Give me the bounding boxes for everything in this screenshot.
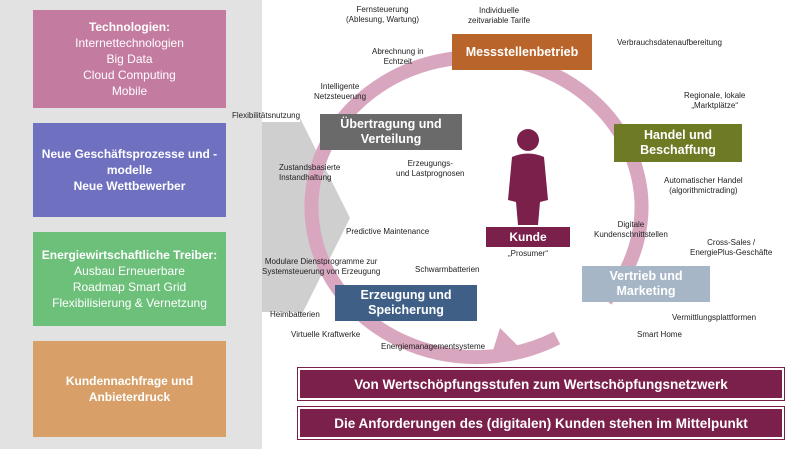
node-label: Kunde (509, 229, 547, 244)
label-autohandel: Automatischer Handel (algorithmictrading… (664, 176, 743, 195)
label-fernsteuerung: Fernsteuerung (Ablesung, Wartung) (346, 5, 420, 24)
left-box-title: Energiewirtschaftliche Treiber: (41, 248, 218, 262)
cycle-ring (304, 50, 649, 365)
banner-kunde: Die Anforderungen des (digitalen) Kunden… (297, 406, 785, 440)
label-tarife: Individuelle zeitvariable Tarife (468, 6, 531, 25)
banner-text: Von Wertschöpfungsstufen zum Wertschöpfu… (354, 376, 728, 392)
left-box-line: Roadmap Smart Grid (72, 280, 187, 294)
label-smarthome: Smart Home (637, 330, 682, 339)
label-verbrauchsdaten: Verbrauchsdatenaufbereitung (617, 38, 722, 47)
left-box-title: Technologien: (88, 20, 171, 34)
node-messstellenbetrieb: Messstellenbetrieb (452, 34, 592, 70)
left-box-line: Cloud Computing (83, 68, 176, 82)
left-box-treiber: Energiewirtschaftliche Treiber: Ausbau E… (33, 232, 226, 326)
left-box-line: Internettechnologien (75, 36, 184, 50)
left-box-kundennachfrage: Kundennachfrage und Anbieterdruck (33, 341, 226, 437)
kunde-sublabel: „Prosumer“ (507, 249, 548, 258)
node-label: Erzeugung und Speicherung (360, 288, 452, 317)
node-label: Handel und Beschaffung (640, 128, 716, 157)
label-predictive: Predictive Maintenance (346, 227, 430, 236)
label-energiemanagement: Energiemanagementsysteme (381, 342, 486, 351)
label-flexibilitaet: Flexibilitätsnutzung (232, 111, 301, 120)
left-box-line: Flexibilisierung & Vernetzung (52, 296, 207, 310)
left-box-line: Big Data (106, 52, 153, 66)
left-box-title: Kundennachfrage und Anbieterdruck (65, 374, 194, 404)
label-vermittlung: Vermittlungsplattformen (672, 313, 757, 322)
label-marktplaetze: Regionale, lokale „Marktplätze“ (684, 91, 746, 110)
left-box-line: Ausbau Erneuerbare (74, 264, 185, 278)
label-zustand: Zustandsbasierte Instandhaltung (279, 163, 341, 182)
left-box-title: Neue Geschäftsprozesse und -modelle Neue… (41, 147, 218, 193)
node-vertrieb: Vertrieb und Marketing (582, 266, 710, 302)
cycle-arrow-head (490, 328, 528, 360)
label-virtuelle: Virtuelle Kraftwerke (291, 330, 361, 339)
label-netzsteuerung: Intelligente Netzsteuerung (314, 82, 367, 101)
left-box-technologien: Technologien: Internettechnologien Big D… (33, 10, 226, 108)
person-icon (508, 129, 548, 225)
label-abrechnung: Abrechnung in Echtzeit (372, 47, 424, 66)
label-prognosen: Erzeugungs- und Lastprognosen (396, 159, 465, 178)
node-handel: Handel und Beschaffung (614, 124, 742, 162)
banner-text: Die Anforderungen des (digitalen) Kunden… (334, 415, 748, 431)
label-crosssales: Cross-Sales / EnergiePlus-Geschäfte (690, 238, 773, 257)
node-label: Übertragung und Verteilung (340, 117, 442, 146)
label-heimbatterien: Heimbatterien (270, 310, 320, 319)
node-label: Vertrieb und Marketing (609, 269, 683, 298)
left-box-line: Mobile (111, 84, 148, 98)
node-erzeugung: Erzeugung und Speicherung (335, 285, 477, 321)
banner-wertschoepfung: Von Wertschöpfungsstufen zum Wertschöpfu… (297, 367, 785, 401)
label-schwarmbatterien: Schwarmbatterien (415, 265, 480, 274)
left-box-geschaeftsmodelle: Neue Geschäftsprozesse und -modelle Neue… (33, 123, 226, 217)
label-digitale: Digitale Kundenschnittstellen (594, 220, 668, 239)
label-modulare: Modulare Dienstprogramme zur Systemsteue… (262, 257, 381, 276)
node-kunde: Kunde (486, 227, 570, 247)
node-label: Messstellenbetrieb (465, 44, 579, 59)
node-uebertragung: Übertragung und Verteilung (320, 114, 462, 150)
